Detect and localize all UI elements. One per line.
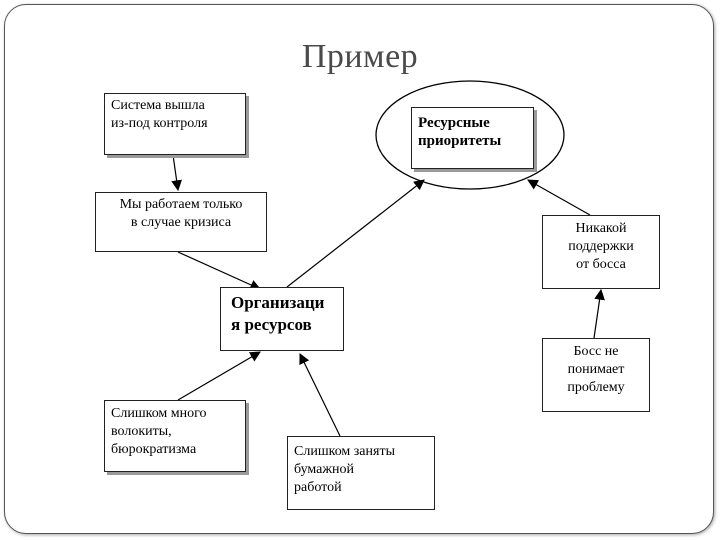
- arrow-system-to-crisis: [171, 154, 182, 192]
- node-line: Никакой: [575, 221, 627, 236]
- node-line: приоритеты: [418, 133, 502, 149]
- node-line: от босса: [576, 257, 626, 272]
- node-boss-not-understand: Босс не понимает проблему: [542, 338, 650, 412]
- node-line: поддержки: [568, 239, 634, 254]
- node-too-much-red-tape: Слишком много волокиты, бюрократизма: [104, 400, 246, 472]
- node-line: Слишком заняты: [294, 444, 395, 459]
- node-line: проблему: [567, 380, 625, 395]
- node-line: работой: [294, 480, 342, 495]
- arrow-paperwork-to-organization: [299, 353, 341, 437]
- node-line: бумажной: [294, 462, 355, 477]
- node-resource-priorities: Ресурсные приоритеты: [411, 107, 534, 169]
- node-line: волокиты,: [111, 424, 172, 439]
- node-line: из-под контроля: [111, 116, 208, 131]
- arrow-boss-support-to-priorities: [527, 179, 591, 216]
- node-line: Слишком много: [111, 406, 207, 421]
- arrow-redtape-to-organization: [177, 351, 261, 401]
- node-line: Система вышла: [111, 98, 205, 113]
- node-system-out-of-control: Система вышла из-под контроля: [104, 93, 246, 155]
- node-busy-with-paperwork: Слишком заняты бумажной работой: [287, 436, 435, 510]
- arrow-boss-understand-to-support: [593, 288, 605, 339]
- node-no-boss-support: Никакой поддержки от босса: [542, 215, 660, 289]
- node-line: Организаци: [231, 293, 325, 312]
- node-line: в случае кризиса: [130, 215, 232, 230]
- node-crisis-only: Мы работаем только в случае кризиса: [95, 192, 267, 252]
- node-line: Мы работаем только: [119, 197, 243, 212]
- arrow-organization-to-priorities: [286, 179, 425, 288]
- node-line: Босс не: [573, 344, 619, 359]
- node-line: Ресурсные: [418, 115, 490, 131]
- arrow-crisis-to-organization: [177, 251, 261, 290]
- node-line: я ресурсов: [231, 315, 312, 334]
- slide-title: Пример: [301, 38, 419, 75]
- node-resource-organization: Организаци я ресурсов: [220, 287, 344, 351]
- node-line: бюрократизма: [111, 442, 197, 457]
- priority-ellipse: [375, 80, 565, 190]
- node-line: понимает: [567, 362, 625, 377]
